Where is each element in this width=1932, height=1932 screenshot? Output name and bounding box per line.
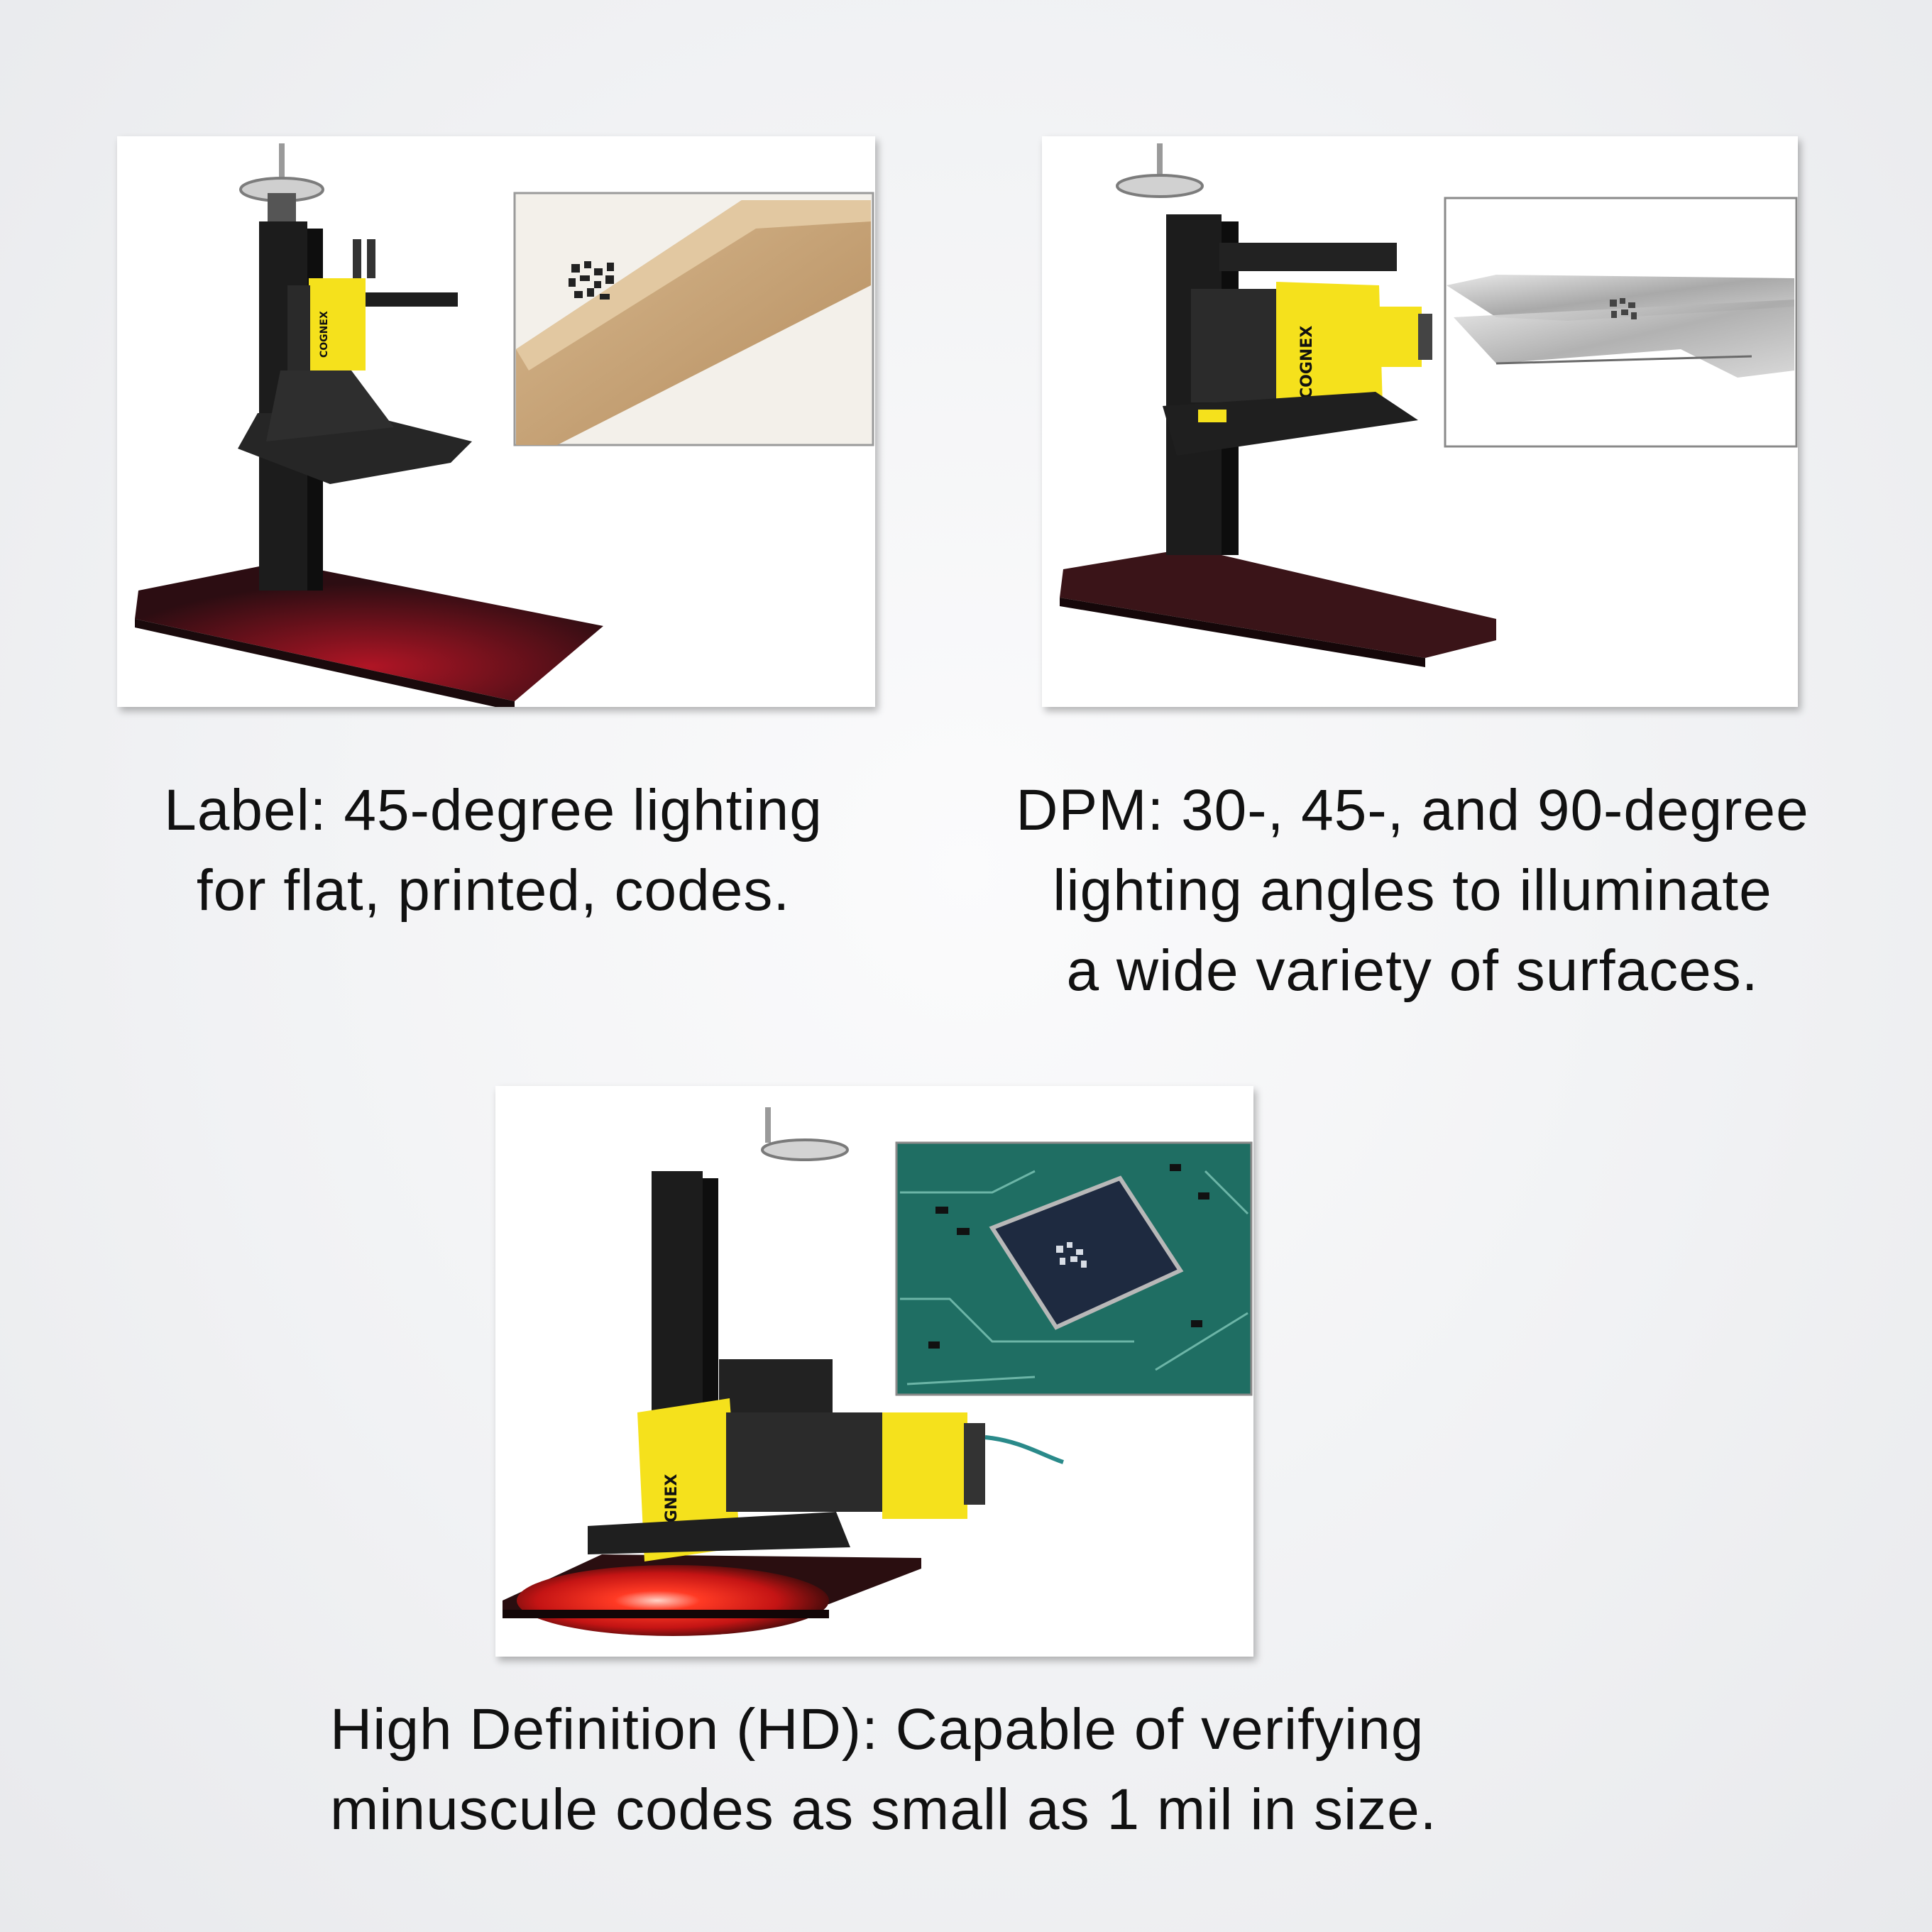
dpm-verifier-photo: COGNEX	[1042, 136, 1798, 707]
camera-body-dark	[1191, 289, 1283, 402]
base-plate	[135, 562, 603, 701]
label-verifier-photo: COGNEX	[117, 136, 875, 707]
camera-body	[309, 278, 366, 371]
dpm-caption: DPM: 30-, 45-, and 90-degree lighting an…	[937, 770, 1888, 1011]
datamatrix-code	[1056, 1242, 1087, 1268]
ic-chip	[989, 1175, 1184, 1330]
light-tray	[1163, 392, 1418, 456]
label-caption: Label: 45-degree lighting for flat, prin…	[92, 770, 894, 931]
red-light-glow	[517, 1565, 829, 1636]
hd-caption: High Definition (HD): Capable of verifyi…	[330, 1689, 1608, 1850]
light-tray	[588, 1512, 850, 1554]
dpm-stand-illustration: COGNEX	[1060, 143, 1798, 667]
dpm-caption-line-3: a wide variety of surfaces.	[1066, 938, 1759, 1003]
label-caption-line-2: for flat, printed, codes.	[196, 858, 791, 923]
dpm-caption-line-1: DPM: 30-, 45-, and 90-degree	[1016, 778, 1809, 842]
camera-brand: COGNEX	[319, 311, 330, 358]
hd-verifier-photo: COGNEX	[495, 1086, 1253, 1657]
camera-brand: COGNEX	[1298, 326, 1316, 399]
adjust-knob	[1116, 174, 1204, 198]
camera-body	[1276, 282, 1383, 406]
datamatrix-code	[569, 261, 614, 300]
label-stand-illustration: COGNEX	[135, 143, 874, 707]
hd-stand-illustration: COGNEX	[503, 1107, 1253, 1636]
label-caption-line-1: Label: 45-degree lighting	[164, 778, 823, 842]
hd-caption-line-2: minuscule codes as small as 1 mil in siz…	[330, 1777, 1437, 1842]
dpm-caption-line-2: lighting angles to illuminate	[1053, 858, 1772, 923]
datamatrix-code	[1610, 298, 1637, 319]
base-plate	[1060, 548, 1496, 658]
hd-caption-line-1: High Definition (HD): Capable of verifyi…	[330, 1697, 1425, 1762]
camera-cable	[984, 1435, 1064, 1464]
adjust-knob	[761, 1138, 849, 1161]
